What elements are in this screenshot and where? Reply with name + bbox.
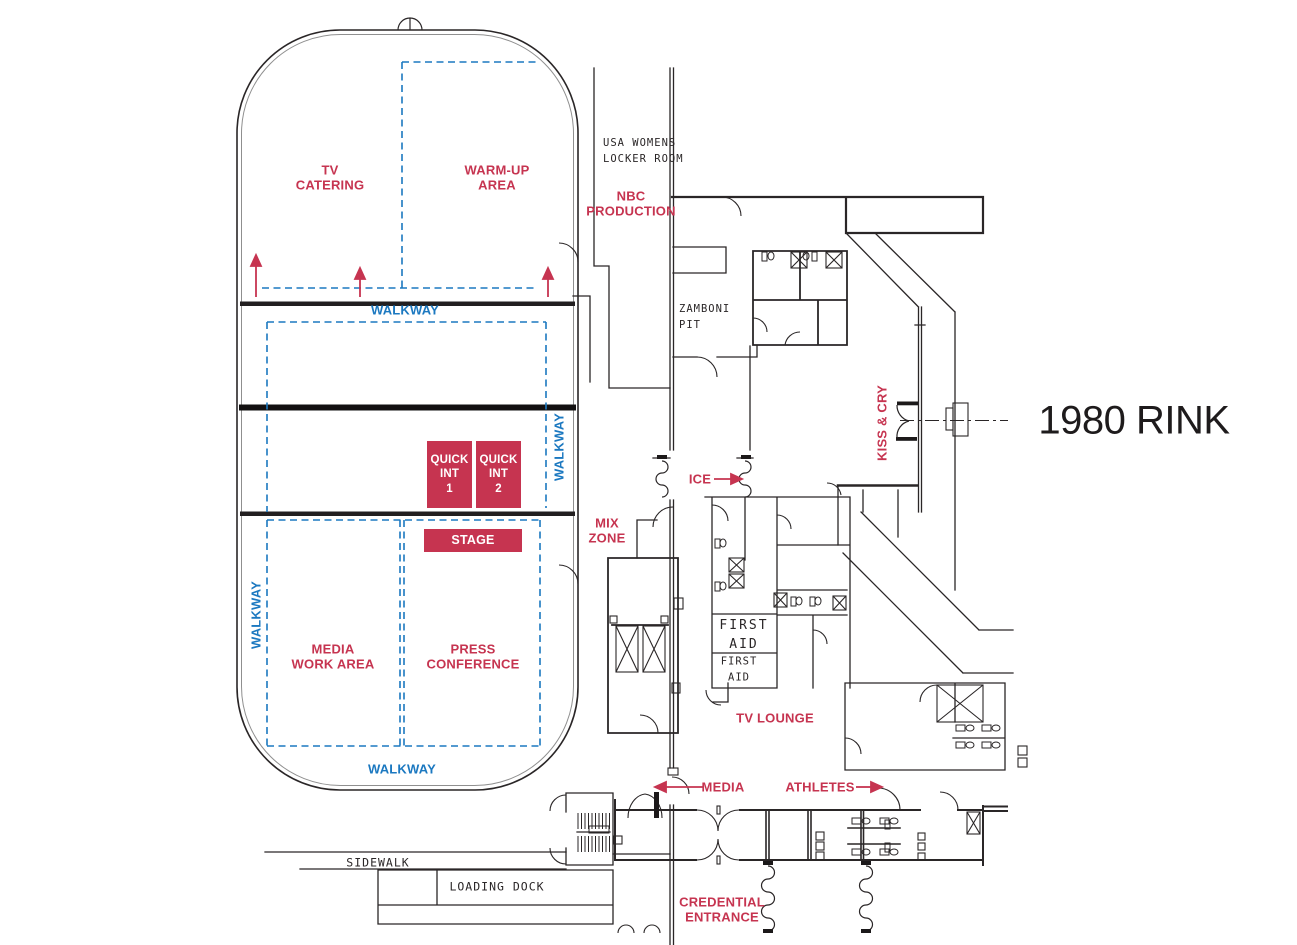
column-x-icon bbox=[728, 557, 745, 573]
column-x-icon bbox=[728, 573, 745, 589]
label-arrow-icons bbox=[652, 472, 885, 794]
room-label-first-aid: FIRST AID bbox=[719, 618, 769, 652]
rink-outline bbox=[236, 17, 579, 791]
walkway-label-bottom: WALKWAY bbox=[367, 761, 437, 777]
label-loading-dock: LOADING DOCK bbox=[449, 879, 545, 894]
ice-right-arrow-icon bbox=[714, 472, 745, 486]
stair-hatch-icon bbox=[577, 813, 610, 852]
kiss-cry-door-icon bbox=[896, 401, 918, 441]
area-label-kiss-and-cry: KISS & CRY bbox=[874, 385, 890, 461]
column-x-icon bbox=[790, 251, 808, 269]
area-label-ice: ICE bbox=[688, 471, 712, 487]
walkway-label-left: WALKWAY bbox=[248, 580, 264, 650]
label-sidewalk: SIDEWALK bbox=[346, 855, 410, 870]
rink-side-door-icon bbox=[558, 242, 579, 263]
column-x-icon bbox=[825, 251, 843, 269]
media-left-arrow-icon bbox=[652, 780, 703, 794]
room-label-zamboni-pit: ZAMBONI PIT bbox=[679, 303, 731, 331]
athletes-right-arrow-icon bbox=[856, 780, 885, 794]
zone-dashed-lines bbox=[262, 61, 547, 747]
walkway-label-top: WALKWAY bbox=[370, 302, 440, 318]
area-label-tv-lounge: TV LOUNGE bbox=[736, 710, 814, 726]
room-label-locker-room: USA WOMENS LOCKER ROOM bbox=[603, 137, 684, 165]
up-arrow-icons bbox=[249, 252, 555, 297]
rink-top-door-icon bbox=[397, 17, 423, 31]
elevator-icon bbox=[615, 625, 639, 673]
quick-interview-2-box: QUICK INT 2 bbox=[476, 441, 521, 508]
route-label-athletes: ATHLETES bbox=[785, 779, 855, 795]
walkway-label-right: WALKWAY bbox=[551, 412, 567, 482]
area-label-credential-entrance: CREDENTIAL ENTRANCE bbox=[679, 894, 765, 925]
column-x-icon bbox=[773, 592, 788, 608]
area-label-mix-zone: MIX ZONE bbox=[588, 515, 626, 546]
rink-side-door-icon bbox=[558, 564, 579, 585]
room-label-nbc-production: NBC PRODUCTION bbox=[586, 188, 676, 219]
column-x-icon bbox=[832, 595, 847, 611]
quick-interview-1-box: QUICK INT 1 bbox=[427, 441, 472, 508]
route-label-media: MEDIA bbox=[701, 779, 745, 795]
fixture-symbols bbox=[577, 251, 1028, 865]
elevator-icon bbox=[642, 625, 666, 673]
rink-line-bands bbox=[239, 301, 576, 516]
room-label-first-aid-small: FIRST AID bbox=[720, 655, 758, 683]
door-arc-icons bbox=[549, 196, 959, 934]
toilet-icon bbox=[714, 251, 1001, 856]
area-label-media-work-area: MEDIA WORK AREA bbox=[291, 641, 375, 672]
area-label-press-conference: PRESS CONFERENCE bbox=[426, 641, 520, 672]
area-label-warm-up: WARM-UP AREA bbox=[464, 162, 530, 193]
folding-door-icons bbox=[654, 455, 874, 933]
area-label-tv-catering: TV CATERING bbox=[295, 162, 365, 193]
column-x-icon bbox=[966, 811, 981, 835]
stair-x-icon bbox=[936, 684, 984, 723]
stage-box: STAGE bbox=[424, 529, 522, 552]
page-title: 1980 RINK bbox=[1038, 398, 1230, 443]
